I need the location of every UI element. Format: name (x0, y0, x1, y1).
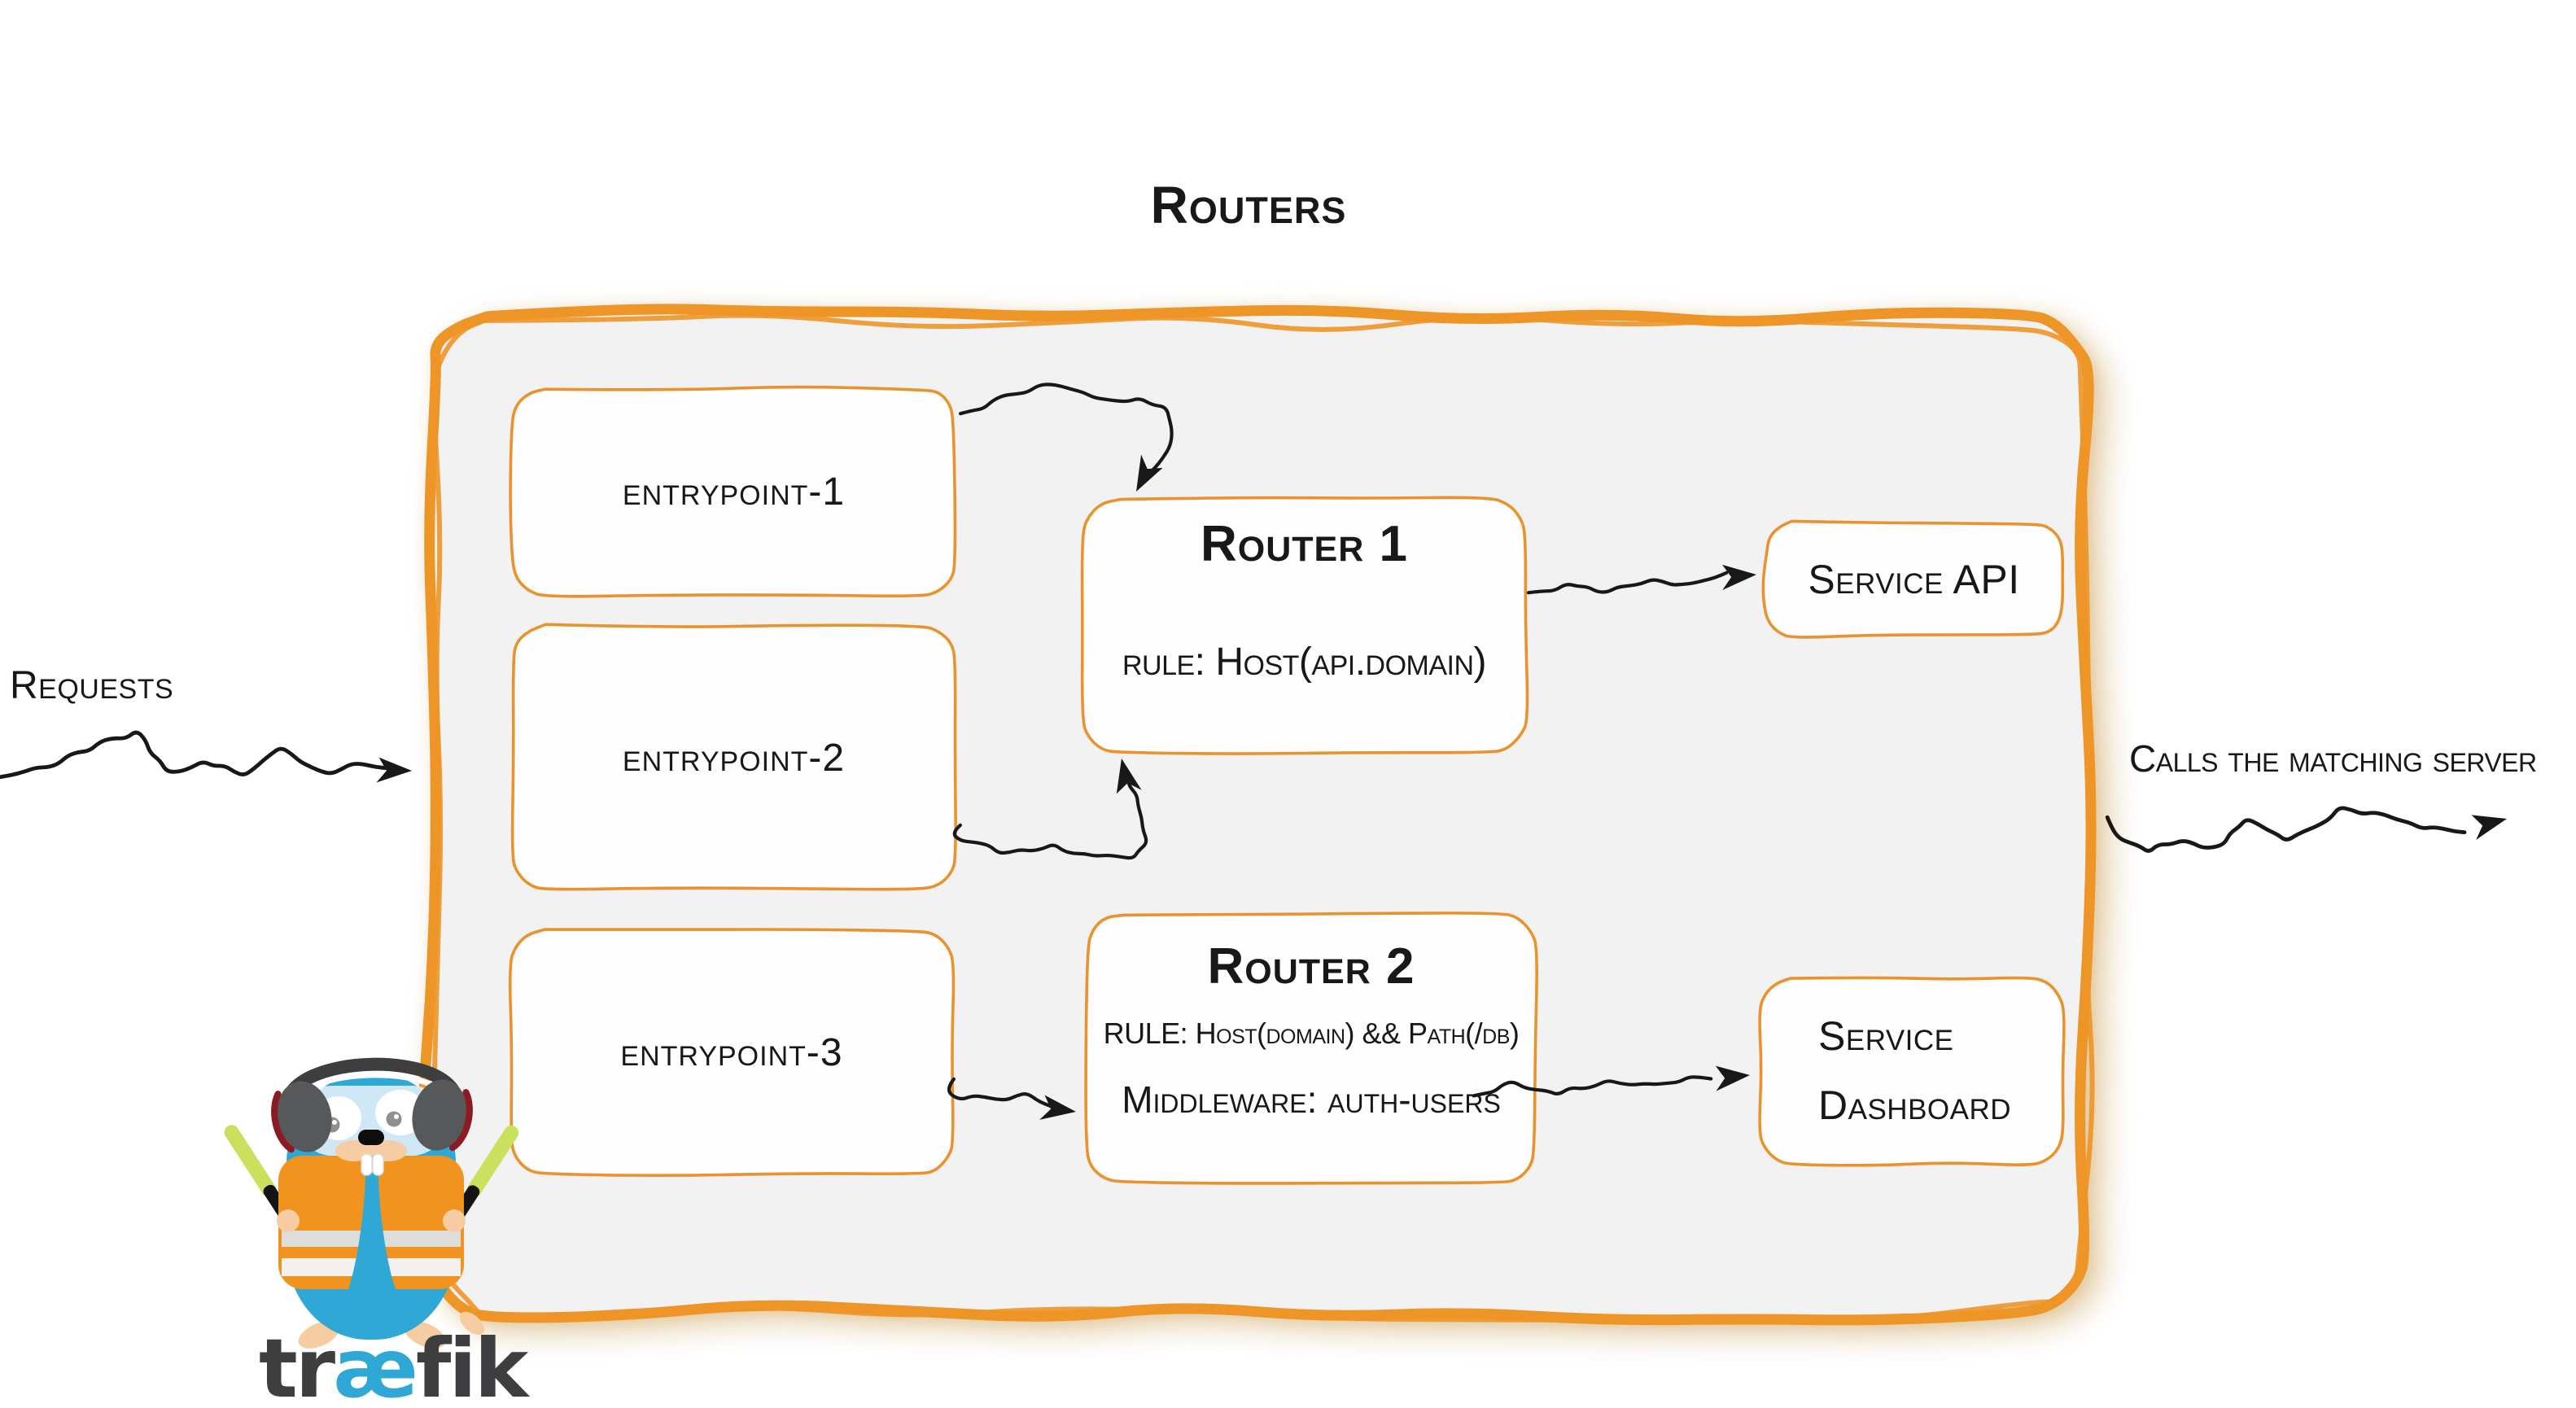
arrow-entrypoint3-to-router2 (947, 1077, 1076, 1120)
arrowhead-icon (2471, 815, 2507, 840)
calls-label: Calls the matching server (2129, 737, 2537, 780)
arrowhead-icon (1136, 454, 1163, 492)
calls-arrow (2105, 806, 2507, 853)
arrowhead-icon (1116, 759, 1142, 794)
router-1-title: Router 1 (1201, 516, 1408, 572)
service-dashboard-label: Service Dashboard (1760, 978, 2122, 1164)
arrow-entrypoint1-to-router1 (959, 383, 1174, 492)
nose-icon (358, 1130, 384, 1145)
entrypoint-3-label: entrypoint-3 (620, 1030, 843, 1074)
entrypoint-2-label: entrypoint-2 (622, 737, 846, 780)
router-1-box (1080, 496, 1529, 755)
wordmark-prefix: tr (259, 1321, 335, 1408)
arrowhead-icon (1039, 1095, 1076, 1120)
entrypoint-1-label: entrypoint-1 (622, 470, 846, 514)
arrowhead-icon (1722, 564, 1756, 590)
arrow-router2-to-service-dashboard (1472, 1065, 1750, 1098)
arrowhead-icon (376, 757, 412, 783)
service-dashboard-line1: Service (1818, 1013, 1954, 1059)
service-dashboard-line2: Dashboard (1818, 1082, 2012, 1128)
page-title: Routers (1150, 176, 1347, 234)
arrow-entrypoint2-to-router1 (952, 759, 1148, 860)
arrowhead-icon (1715, 1065, 1750, 1091)
headphones-icon (271, 1057, 473, 1153)
router-2-box (1084, 912, 1538, 1185)
service-api-box (1761, 519, 2065, 639)
router-1-rule: rule: Host(api.domain) (1122, 641, 1487, 684)
service-dashboard-box (1758, 976, 2066, 1167)
entrypoint-3-box (508, 928, 956, 1178)
wordmark-ligature: æ (333, 1321, 418, 1408)
service-api-label: Service API (1808, 557, 2020, 602)
entrypoint-1-box (509, 385, 957, 598)
traefik-gopher-logo (224, 1057, 519, 1349)
router-2-rule: RULE: Host(domain) && Path(/db) (1103, 1017, 1520, 1051)
router-2-middleware: Middleware: auth-users (1122, 1078, 1501, 1121)
arrow-router1-to-service-api (1526, 564, 1756, 595)
router-2-box-text: Router 2 RULE: Host(domain) && Path(/db)… (1087, 913, 1536, 1210)
wordmark-suffix: fik (415, 1321, 528, 1408)
router-2-title: Router 2 (1207, 938, 1415, 995)
traefik-wordmark: tr æ fik (259, 1321, 528, 1408)
entrypoint-2-box (510, 623, 957, 891)
router-1-box-text: Router 1 rule: Host(api.domain) (1082, 499, 1526, 772)
requests-label: Requests (10, 663, 174, 707)
requests-arrow (0, 730, 412, 783)
